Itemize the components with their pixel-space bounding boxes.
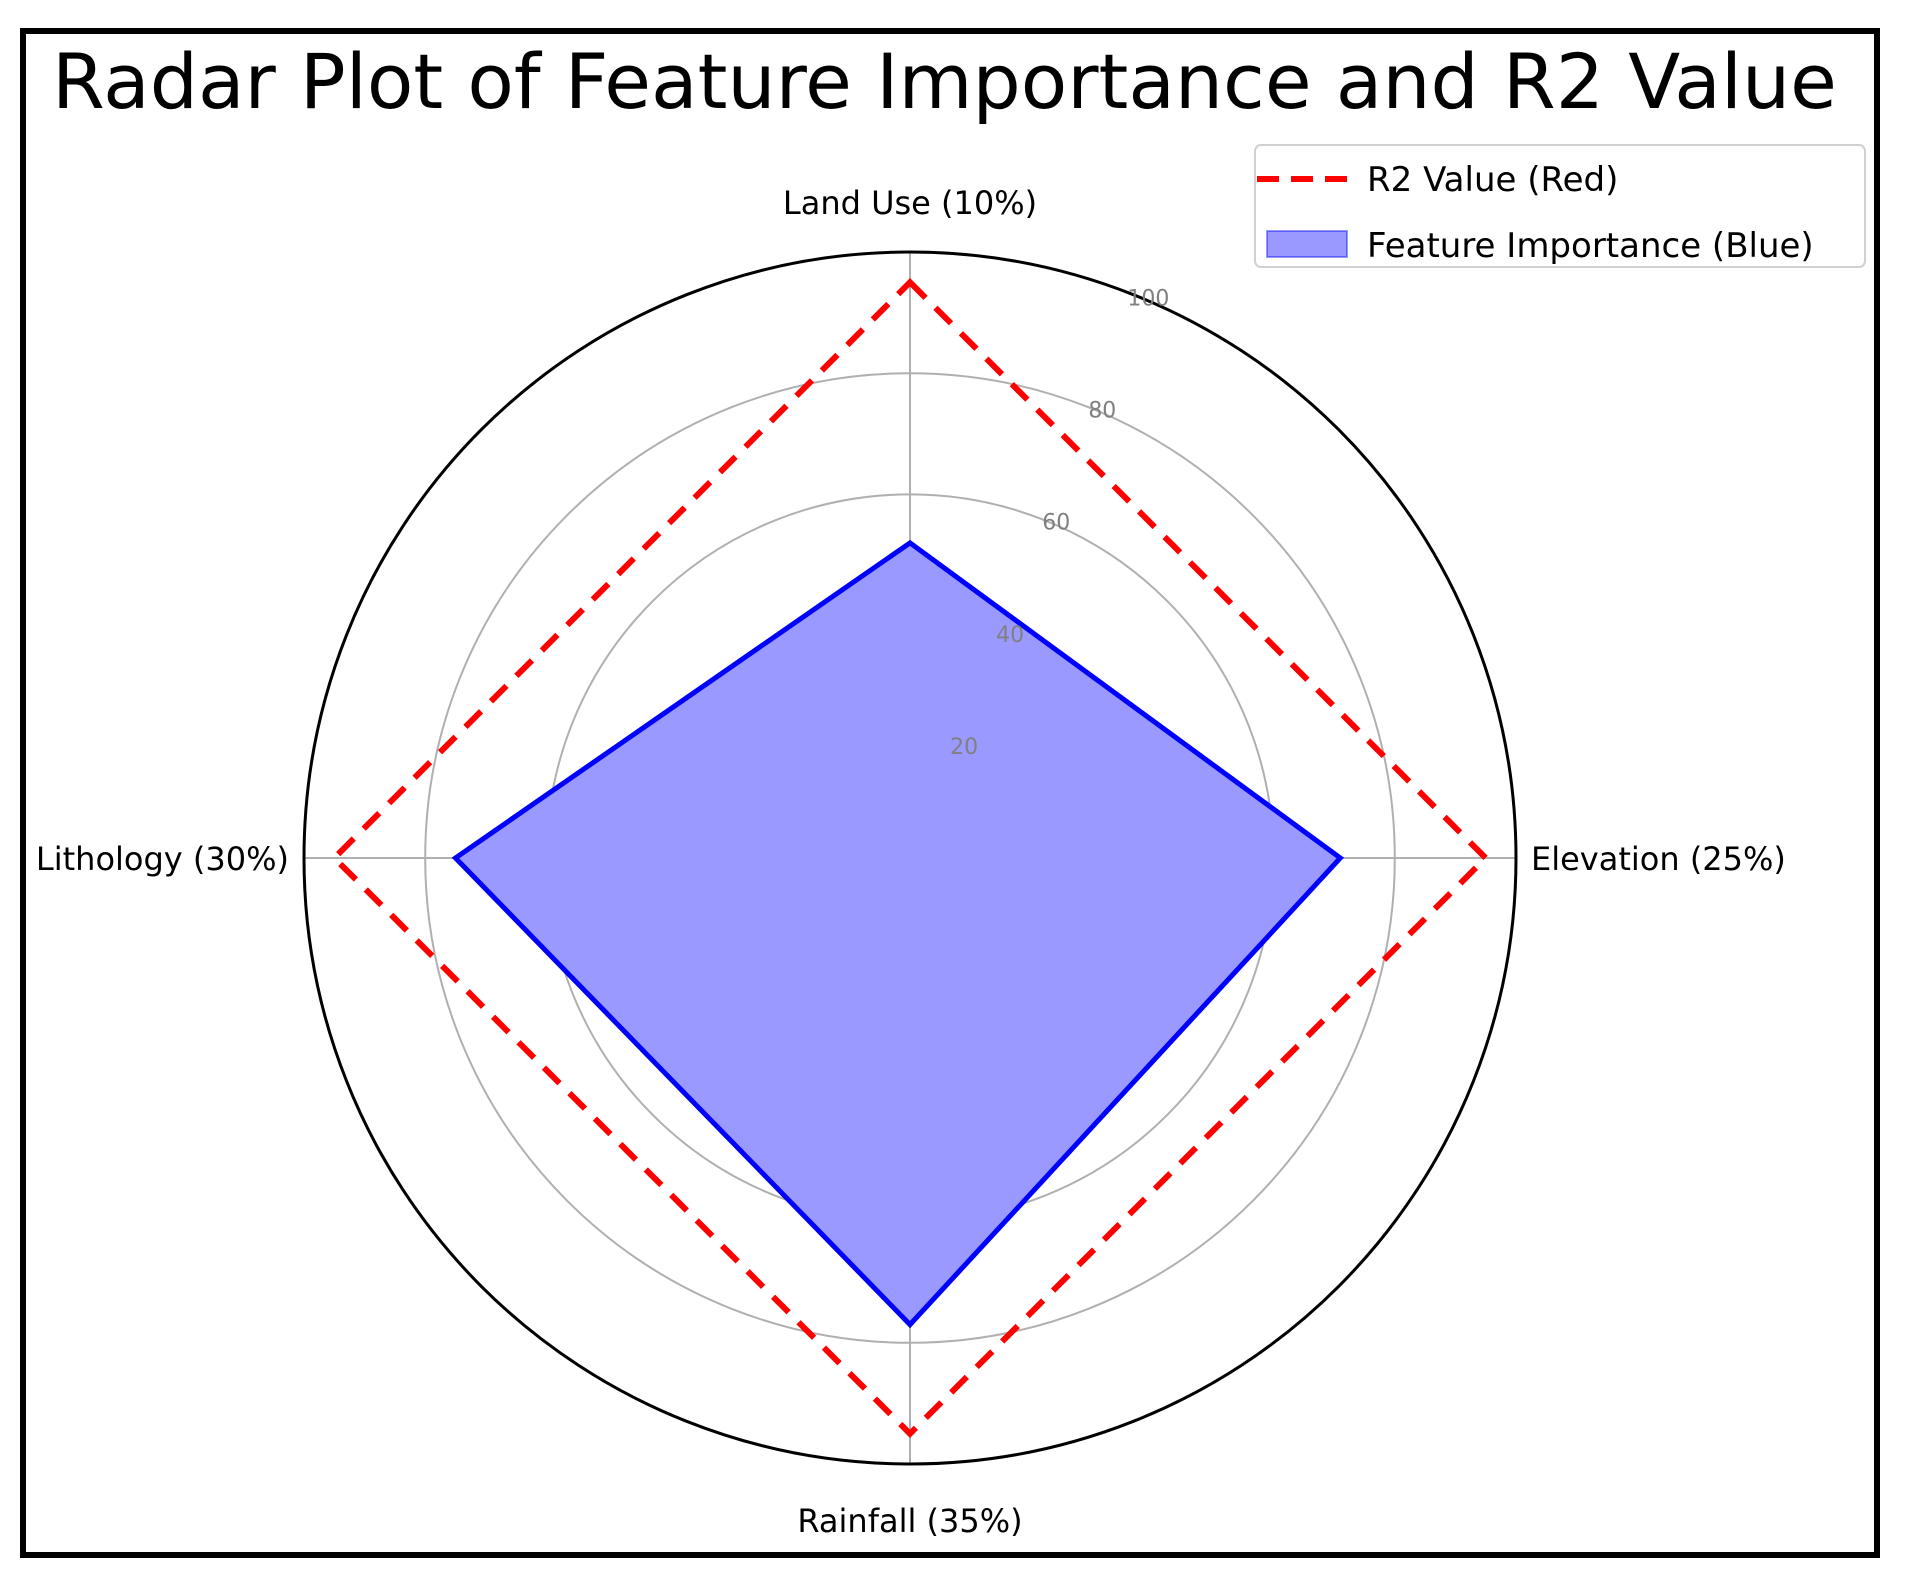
legend-label: Feature Importance (Blue) — [1367, 226, 1814, 266]
radial-tick-label: 100 — [1127, 287, 1169, 312]
label-layer: 20 40 60 80 100 Land Use (10%) Elevation (25%)… — [36, 184, 1786, 1540]
legend-box — [1254, 144, 1866, 268]
radial-tick-label: 20 — [950, 735, 978, 760]
chart-title: Radar Plot of Feature Importance and R2 … — [52, 37, 1837, 126]
series-layer — [330, 278, 1490, 1438]
category-label: Elevation (25%) — [1531, 840, 1786, 878]
radial-tick-label: 80 — [1088, 399, 1116, 424]
radial-tick-label: 40 — [996, 623, 1024, 648]
legend-swatch-feature-importance — [1266, 230, 1348, 258]
legend: R2 Value (Red) Feature Importance (Blue) — [1254, 144, 1866, 268]
category-label: Rainfall (35%) — [797, 1502, 1022, 1540]
series-r2-value-line — [330, 278, 1490, 1438]
category-label: Lithology (30%) — [36, 840, 289, 878]
outer-circle — [302, 250, 1518, 1466]
series-feature-importance-area — [451, 539, 1345, 1329]
legend-label: R2 Value (Red) — [1367, 160, 1618, 200]
radial-tick-label: 60 — [1042, 511, 1070, 536]
category-label: Land Use (10%) — [783, 184, 1037, 222]
